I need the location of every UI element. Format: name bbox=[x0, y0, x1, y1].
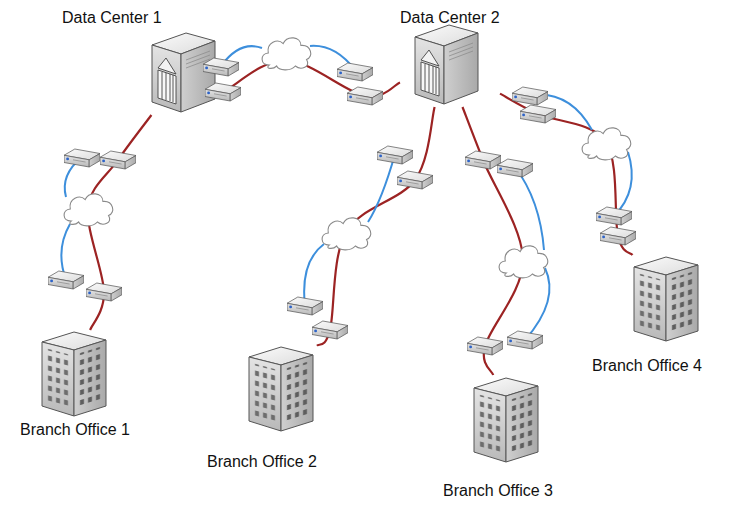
router bbox=[377, 146, 413, 164]
router bbox=[520, 105, 556, 123]
router bbox=[596, 207, 632, 225]
site-node: Branch Office 4 bbox=[592, 255, 702, 375]
site-label: Branch Office 3 bbox=[443, 481, 553, 500]
router bbox=[312, 321, 348, 339]
site-label: Data Center 2 bbox=[400, 8, 500, 27]
site-node: Branch Office 1 bbox=[20, 330, 130, 439]
backup-link bbox=[525, 268, 550, 340]
site-label: Branch Office 1 bbox=[20, 420, 130, 439]
wan-cloud bbox=[582, 128, 631, 160]
router bbox=[465, 151, 501, 169]
backup-link bbox=[304, 244, 324, 306]
primary-link bbox=[317, 107, 435, 346]
office-building bbox=[42, 332, 106, 416]
router bbox=[347, 87, 383, 105]
router bbox=[512, 87, 548, 105]
wan-cloud bbox=[499, 246, 548, 278]
site-node: Branch Office 2 bbox=[207, 345, 317, 471]
backup-link bbox=[515, 167, 544, 250]
router bbox=[397, 171, 433, 189]
router bbox=[467, 337, 503, 355]
site-node: Data Center 2 bbox=[400, 8, 500, 107]
router bbox=[100, 151, 136, 169]
site-node: Branch Office 3 bbox=[443, 375, 553, 500]
wan-cloud bbox=[322, 218, 371, 250]
router bbox=[497, 159, 533, 177]
router bbox=[600, 227, 636, 245]
wan-cloud bbox=[64, 194, 113, 226]
router bbox=[337, 63, 373, 81]
site-node: Data Center 1 bbox=[62, 8, 218, 115]
router bbox=[205, 83, 241, 101]
wan-cloud bbox=[262, 38, 311, 70]
dc-building bbox=[152, 33, 215, 112]
site-label: Data Center 1 bbox=[62, 8, 162, 27]
router bbox=[48, 271, 84, 289]
router bbox=[287, 297, 323, 315]
site-label: Branch Office 2 bbox=[207, 452, 317, 471]
router bbox=[507, 331, 543, 349]
dc-building bbox=[415, 25, 478, 104]
router bbox=[86, 283, 122, 301]
office-building bbox=[634, 257, 698, 341]
router bbox=[203, 58, 239, 76]
router bbox=[64, 149, 100, 167]
backup-link bbox=[614, 152, 632, 216]
backup-link bbox=[368, 154, 395, 222]
site-label: Branch Office 4 bbox=[592, 356, 702, 375]
office-building bbox=[474, 378, 538, 462]
office-building bbox=[249, 347, 313, 431]
